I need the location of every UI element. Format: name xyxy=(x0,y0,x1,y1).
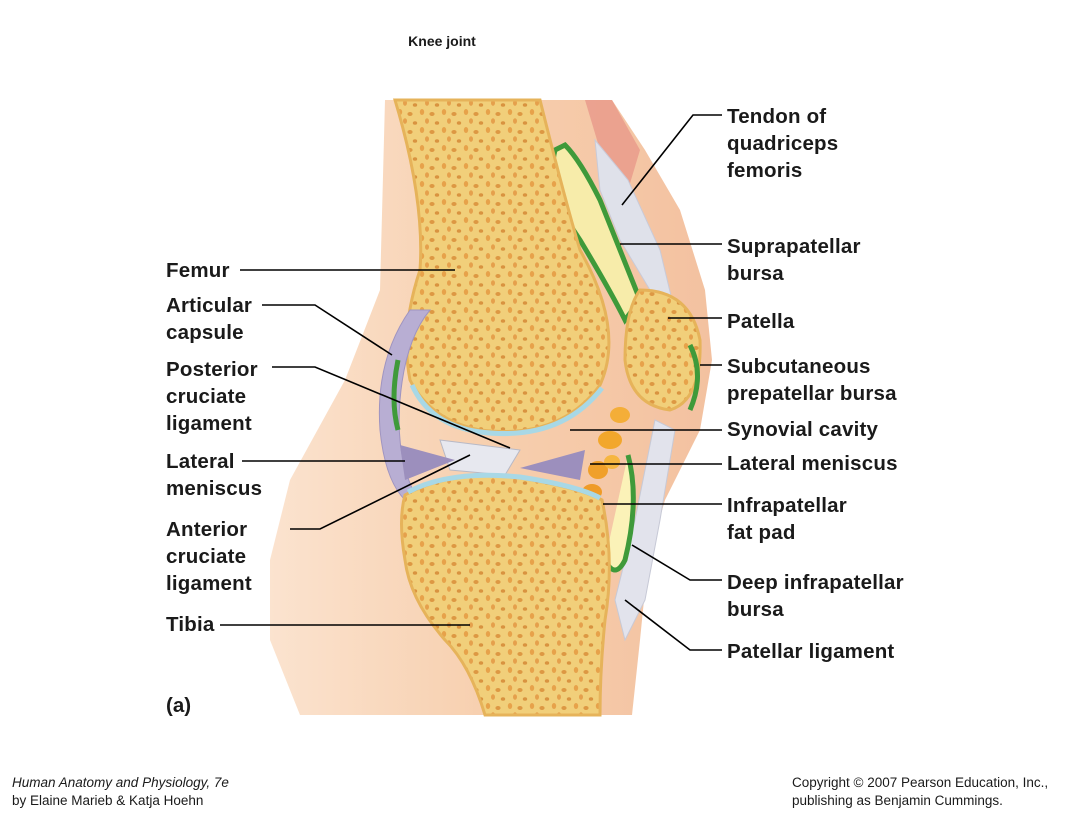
patella-bone xyxy=(623,288,702,412)
leader-lines-left xyxy=(220,269,511,626)
femur-cartilage xyxy=(409,383,604,437)
label-posterior-cruciate-ligament: Posterior cruciate ligament xyxy=(166,358,258,435)
credit-authors: by Elaine Marieb & Katja Hoehn xyxy=(12,793,204,808)
posterior-synovial-green xyxy=(391,359,401,431)
label-femur: Femur xyxy=(166,259,230,282)
label-suprapatellar-bursa: Suprapatellar bursa xyxy=(727,235,861,285)
page-title: Knee joint xyxy=(408,33,476,49)
credit-right: Copyright © 2007 Pearson Education, Inc.… xyxy=(792,774,1048,810)
label-anterior-cruciate-ligament: Anterior cruciate ligament xyxy=(166,518,252,595)
lateral-meniscus-left xyxy=(400,445,455,480)
label-infrapatellar-fat-pad: Infrapatellar fat pad xyxy=(727,494,847,544)
label-subcutaneous-prepatellar-bursa: Subcutaneous prepatellar bursa xyxy=(727,355,897,405)
credit-left: Human Anatomy and Physiology, 7e by Elai… xyxy=(12,774,229,810)
label-tibia: Tibia xyxy=(166,613,215,636)
lateral-meniscus-right xyxy=(520,450,585,480)
label-patellar-ligament: Patellar ligament xyxy=(727,640,895,663)
label-articular-capsule: Articular capsule xyxy=(166,294,253,344)
credit-copyright: Copyright © 2007 Pearson Education, Inc.… xyxy=(792,775,1049,790)
label-synovial-cavity: Synovial cavity xyxy=(727,418,879,441)
credit-publisher: publishing as Benjamin Cummings. xyxy=(792,793,1003,808)
credit-book: Human Anatomy and Physiology, 7e xyxy=(12,775,229,790)
prepatellar-bursa xyxy=(687,343,700,411)
panel-label: (a) xyxy=(166,694,192,717)
label-lateral-meniscus-left: Lateral meniscus xyxy=(166,450,263,500)
infrapatellar-fat-pad xyxy=(582,407,630,500)
tibia-cartilage xyxy=(406,472,602,501)
label-patella: Patella xyxy=(727,310,795,333)
deep-infrapatellar-bursa xyxy=(602,454,636,573)
label-deep-infrapatellar-bursa: Deep infrapatellar bursa xyxy=(727,571,904,621)
leader-lines-right xyxy=(570,114,722,651)
quadriceps-muscle xyxy=(585,100,640,200)
label-tendon-of-quadriceps-femoris: Tendon of quadriceps femoris xyxy=(727,105,839,182)
label-lateral-meniscus-right: Lateral meniscus xyxy=(727,452,898,475)
